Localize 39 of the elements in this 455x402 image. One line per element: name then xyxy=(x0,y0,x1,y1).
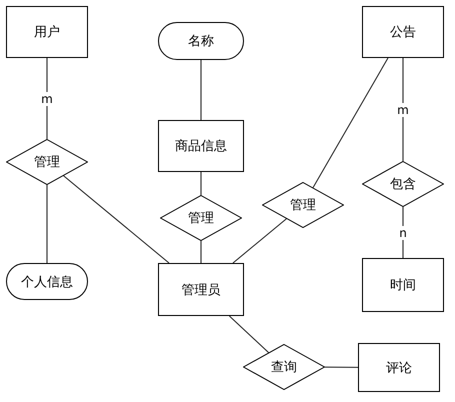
connector-line xyxy=(200,172,202,196)
entity-box xyxy=(358,343,440,392)
connector-line xyxy=(200,240,202,264)
relationship-diamond xyxy=(6,139,88,185)
relationship-diamond xyxy=(262,182,344,228)
node-label: 个人信息 xyxy=(21,274,73,290)
connector-line xyxy=(312,58,388,188)
node-label: 评论 xyxy=(386,360,412,376)
node-label: 管理 xyxy=(34,154,60,171)
node-label: 名称 xyxy=(188,33,214,50)
cardinality-label: n xyxy=(397,226,409,240)
entity-box xyxy=(158,120,244,172)
cardinality-label: m xyxy=(395,102,411,116)
relationship-diamond xyxy=(243,344,325,390)
connector-line xyxy=(402,58,404,162)
connector-line xyxy=(46,184,48,264)
node-label: 管理 xyxy=(188,210,214,227)
connector-line xyxy=(200,60,202,120)
node-label: 管理 xyxy=(290,197,316,214)
entity-box xyxy=(362,6,444,58)
node-label: 公告 xyxy=(390,24,416,41)
connector-line xyxy=(232,218,287,264)
entity-box xyxy=(158,263,244,316)
relationship-diamond xyxy=(362,161,444,207)
entity-box xyxy=(6,6,88,58)
connector-line xyxy=(63,175,170,264)
node-label: 管理员 xyxy=(182,282,220,298)
connector-line xyxy=(228,316,270,354)
relationship-diamond xyxy=(160,195,242,241)
node-label: 商品信息 xyxy=(175,138,227,155)
cardinality-label: m xyxy=(39,92,55,106)
node-label: 时间 xyxy=(390,277,416,294)
node-label: 包含 xyxy=(390,176,416,193)
connector-line xyxy=(402,206,404,258)
node-label: 查询 xyxy=(271,359,297,376)
connector-line xyxy=(46,58,48,140)
entity-box xyxy=(362,258,444,312)
node-label: 用户 xyxy=(34,24,60,41)
connector-line xyxy=(324,366,358,368)
